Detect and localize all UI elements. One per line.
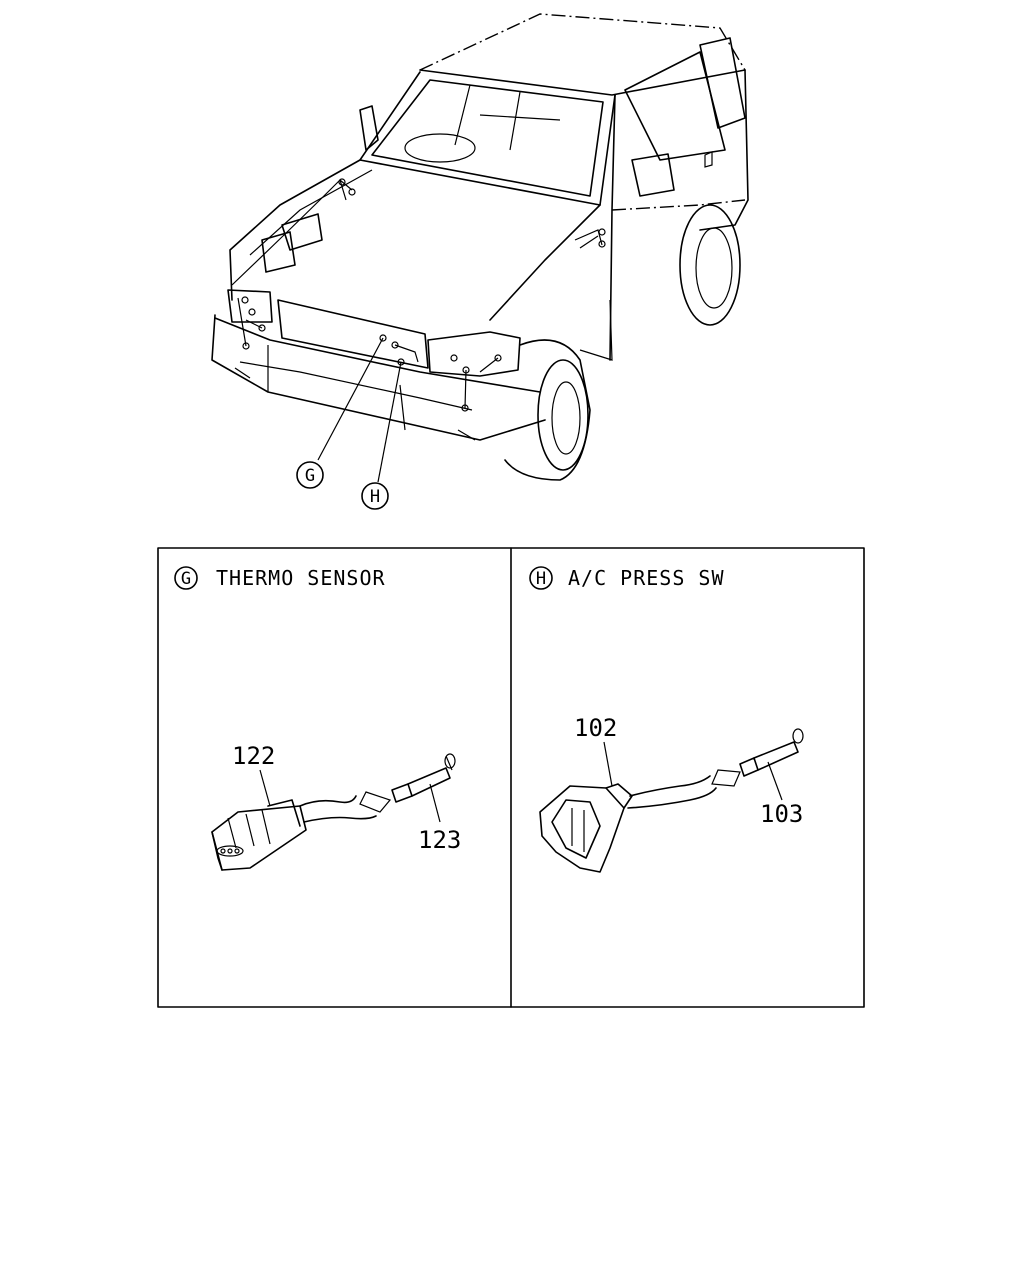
part-number-123: 123 <box>418 826 461 854</box>
thermo-sensor-connector <box>211 753 456 871</box>
panel-h-letter: H <box>536 569 546 589</box>
part-number-103: 103 <box>760 800 803 828</box>
panel-h-title: A/C PRESS SW <box>568 566 725 590</box>
callout-h: H <box>361 482 389 510</box>
panel-g-header: G THERMO SENSOR <box>174 566 386 590</box>
callout-h-letter: H <box>370 487 380 507</box>
panel-g-letter: G <box>181 569 191 589</box>
callout-g: G <box>296 461 324 489</box>
panel-h-header: H A/C PRESS SW <box>529 566 725 590</box>
part-number-102: 102 <box>574 714 617 742</box>
panel-g-title: THERMO SENSOR <box>216 566 386 590</box>
vehicle-illustration <box>211 13 749 483</box>
ac-press-switch-connector <box>539 728 804 873</box>
part-number-122: 122 <box>232 742 275 770</box>
callout-g-letter: G <box>305 466 315 486</box>
